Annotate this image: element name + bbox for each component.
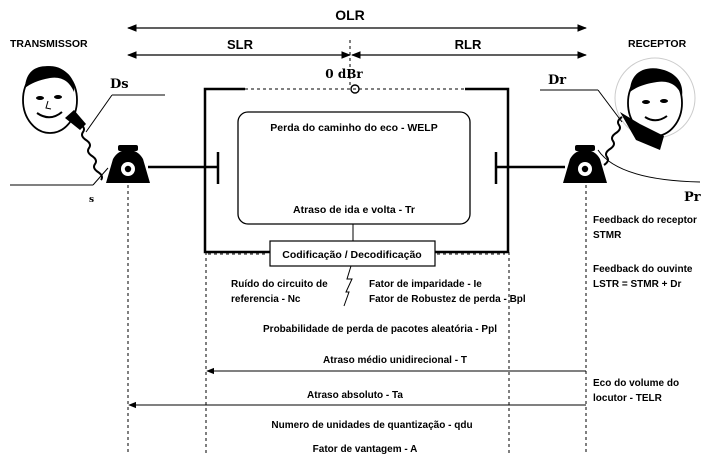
lstr-label-line1: Feedback do ouvinte [593,264,693,275]
welp-label: Perda do caminho do eco - WELP [270,122,437,134]
tr-label: Atraso de ida e volta - Tr [293,204,415,216]
receptor-title: RECEPTOR [628,38,687,50]
echo-path-box [237,111,471,225]
a-label: Fator de vantagem - A [313,444,418,455]
outer-connection-frame [203,87,510,254]
s-leader-diag [92,167,109,186]
ds-label: Ds [110,77,129,92]
receiver-cord-icon [603,116,623,166]
stmr-label-line1: Feedback do receptor [593,215,697,226]
lstr-label-line2: LSTR = STMR + Dr [593,279,681,290]
pr-label: Pr [684,190,701,205]
transmitter-person-icon [22,66,86,134]
transmissor-title: TRANSMISSOR [10,38,88,50]
s-label: s [89,195,94,205]
ppl-label: Probabilidade de perda de pacotes aleató… [263,324,497,335]
dr-leader-diag [597,89,623,123]
olr-label: OLR [335,7,365,23]
ds-leader-line [85,94,113,133]
codec-box [269,240,436,267]
telr-label-line2: locutor - TELR [593,393,663,404]
lightning-icon [343,265,353,307]
ta-label: Atraso absoluto - Ta [307,390,403,401]
stmr-label-line2: STMR [593,230,622,241]
slr-label: SLR [227,37,254,52]
transmitter-cord-icon [79,123,103,181]
codec-label: Codificação / Decodificação [282,249,421,261]
receiver-phone-icon [563,145,607,183]
bpl-label: Fator de Robustez de perda - Bpl [369,294,526,305]
transmitter-phone-icon [106,145,150,183]
nc-label-line2: referencia - Nc [231,294,301,305]
t-label: Atraso médio unidirecional - T [323,355,467,366]
qdu-label: Numero de unidades de quantização - qdu [271,420,472,431]
zero-dbr-label: 0 dBr [325,67,363,81]
ie-label: Fator de imparidade - Ie [369,279,482,290]
rlr-label: RLR [455,37,482,52]
vertical-guides [127,185,587,455]
telr-label-line1: Eco do volume do [593,378,679,389]
dr-label: Dr [548,73,566,88]
nc-label-line1: Ruído do circuito de [231,279,328,290]
pr-leader-line [597,149,701,183]
receiver-person-icon [614,57,696,150]
